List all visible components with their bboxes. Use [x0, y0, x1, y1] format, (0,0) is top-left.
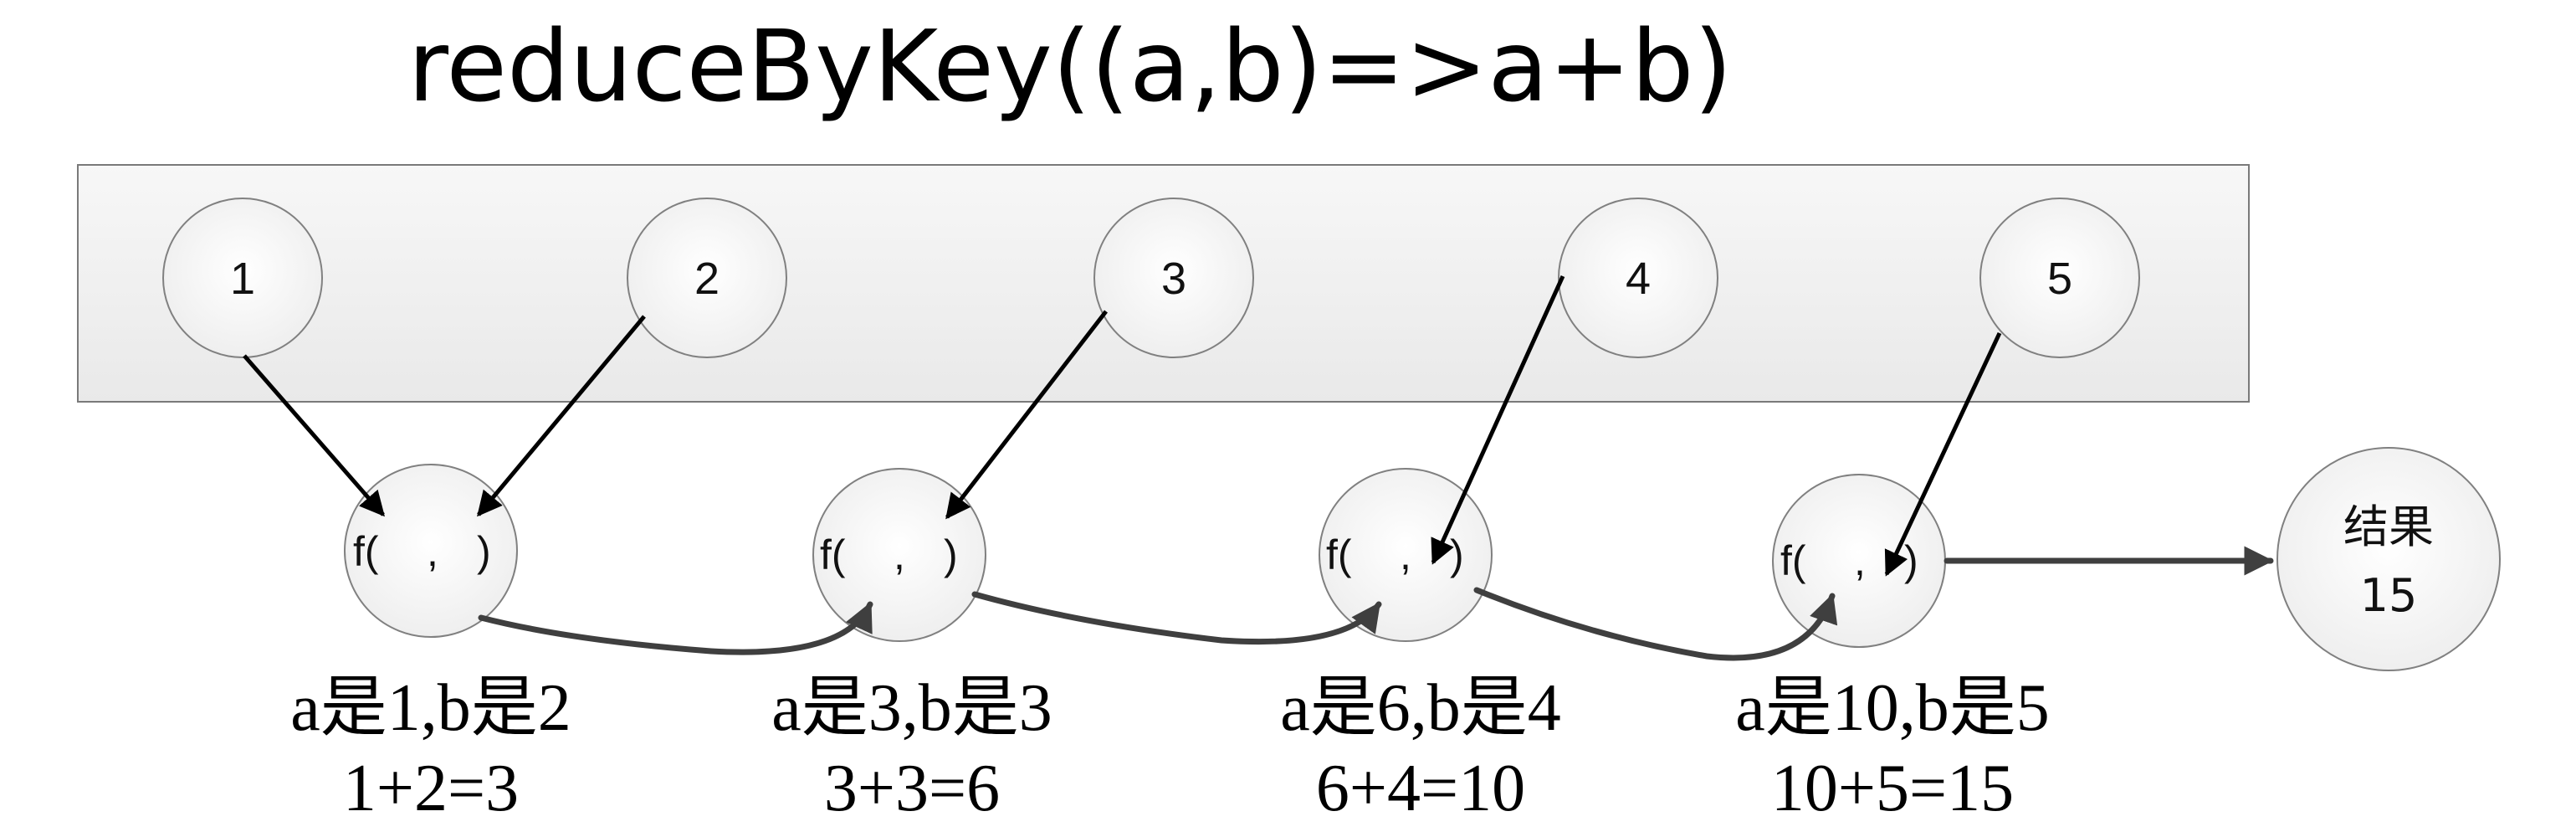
function-label-end: ): [1450, 531, 1464, 578]
function-label-end: ): [1904, 537, 1918, 584]
input-node-3: 3: [1093, 198, 1254, 358]
arrow-input2-to-f1: [477, 315, 646, 517]
function-label-comma: ,: [894, 531, 905, 578]
curve-f3-to-f4: [1473, 587, 1838, 661]
curve-f1-to-f2: [478, 601, 873, 655]
function-label-start: f(: [1326, 531, 1352, 578]
input-node-label: 1: [230, 254, 255, 304]
function-label-start: f(: [1780, 537, 1806, 584]
arrow-input5-to-f4: [1884, 331, 2002, 577]
curve-f2-to-f3: [971, 591, 1382, 645]
function-label-end: ): [477, 528, 491, 575]
input-node-1: 1: [162, 198, 323, 358]
caption-f4-line1: a是10,b是5: [1735, 671, 2050, 745]
function-label-comma: ,: [1400, 531, 1411, 578]
function-label-start: f(: [820, 531, 846, 578]
function-node-2: f( , ): [812, 468, 986, 642]
function-label-comma: ,: [427, 528, 438, 575]
result-node: 结果 15: [2276, 447, 2501, 671]
input-node-label: 5: [2047, 254, 2072, 304]
input-node-label: 3: [1161, 254, 1186, 304]
input-node-label: 2: [694, 254, 720, 304]
function-node-1: f( , ): [344, 464, 518, 638]
caption-f3-line2: 6+4=10: [1316, 752, 1525, 825]
caption-f2-line2: 3+3=6: [824, 752, 1000, 825]
result-value: 15: [2360, 569, 2418, 622]
input-node-5: 5: [1979, 198, 2140, 358]
diagram-title: reduceByKey((a,b)=>a+b): [407, 8, 1732, 124]
function-label-start: f(: [353, 528, 379, 575]
caption-f1-line1: a是1,b是2: [290, 671, 571, 745]
caption-f1-line2: 1+2=3: [343, 752, 519, 825]
function-label-comma: ,: [1854, 537, 1866, 584]
arrow-input1-to-f1: [243, 354, 385, 517]
input-node-2: 2: [627, 198, 787, 358]
arrow-input4-to-f3: [1431, 275, 1565, 565]
input-node-label: 4: [1626, 254, 1651, 304]
input-node-4: 4: [1558, 198, 1718, 358]
caption-f3-line1: a是6,b是4: [1280, 671, 1561, 745]
arrow-input3-to-f2: [945, 310, 1108, 520]
function-label-end: ): [944, 531, 958, 578]
caption-f2-line1: a是3,b是3: [771, 671, 1052, 745]
result-label: 结果: [2343, 501, 2434, 553]
caption-f4-line2: 10+5=15: [1771, 752, 2014, 825]
